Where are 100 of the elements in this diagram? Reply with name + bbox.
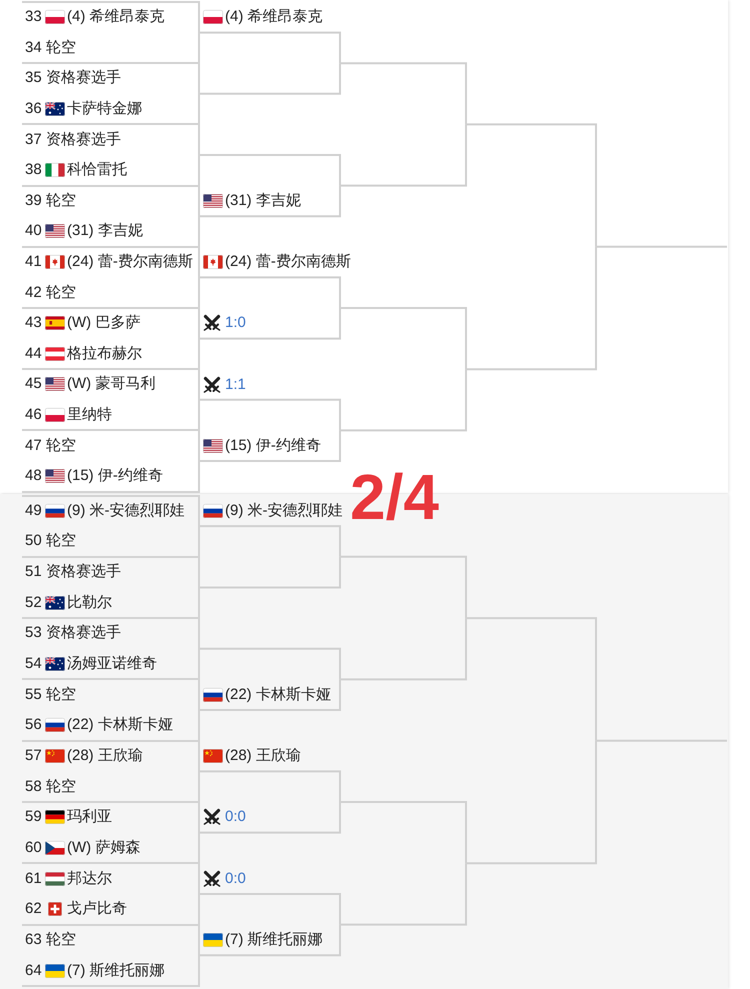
- draw-number: 51: [25, 562, 42, 582]
- draw-number: 48: [25, 466, 42, 486]
- draw-number: 57: [25, 746, 42, 766]
- draw-number: 34: [25, 38, 42, 58]
- bracket-line: [200, 802, 341, 834]
- match-box: [22, 1, 200, 64]
- match-score: 1:0: [225, 313, 246, 334]
- player-name: 轮空: [46, 436, 76, 456]
- bracket-line: [200, 892, 341, 925]
- draw-number: 39: [25, 190, 42, 211]
- match-box: [22, 368, 200, 432]
- page-indicator: 2/4: [350, 465, 439, 529]
- draw-number: 60: [25, 838, 42, 858]
- draw-number: 42: [25, 282, 42, 303]
- draw-number: 52: [25, 592, 42, 613]
- draw-number: 38: [25, 160, 42, 180]
- player-name: (W) 萨姆森: [67, 838, 140, 858]
- player-name: 玛利亚: [67, 807, 112, 828]
- player-name: 卡萨特金娜: [67, 99, 142, 120]
- player-name: 邦达尔: [67, 868, 112, 889]
- player-name: 比勒尔: [67, 592, 112, 613]
- bracket-line: [466, 246, 597, 370]
- bracket-line: [466, 123, 597, 247]
- bracket-line: [200, 154, 341, 186]
- bracket-line: [200, 770, 341, 802]
- bracket-line: [340, 307, 467, 370]
- bracket-line: [596, 246, 727, 248]
- player-name: 科恰雷托: [67, 160, 127, 180]
- player-name: (24) 蕾-费尔南德斯: [225, 252, 351, 272]
- bracket-line: [200, 679, 341, 712]
- draw-number: 59: [25, 807, 42, 828]
- player-name: 资格赛选手: [46, 623, 121, 644]
- player-name: (24) 蕾-费尔南德斯: [67, 252, 193, 272]
- player-name: (4) 希维昂泰克: [67, 7, 164, 28]
- draw-number: 44: [25, 344, 42, 364]
- bracket-line: [340, 124, 467, 187]
- draw-number: 33: [25, 7, 42, 28]
- player-name: 轮空: [46, 282, 76, 303]
- bracket-line: [340, 369, 467, 432]
- draw-number: 56: [25, 715, 42, 736]
- bracket-line: [200, 430, 341, 462]
- match-box: [22, 184, 200, 248]
- draw-number: 37: [25, 130, 42, 150]
- draw-number: 41: [25, 252, 42, 272]
- bracket-line: [340, 801, 467, 864]
- draw-number: 45: [25, 374, 42, 394]
- draw-number: 58: [25, 776, 42, 797]
- bracket-line: [200, 63, 341, 95]
- draw-number: 49: [25, 500, 42, 521]
- match-box: [22, 924, 200, 987]
- bracket-line: [466, 617, 597, 741]
- player-name: 资格赛选手: [46, 68, 121, 88]
- draw-number: 47: [25, 436, 42, 456]
- player-name: (28) 王欣瑜: [225, 746, 301, 766]
- player-name: 轮空: [46, 930, 76, 950]
- player-name: (28) 王欣瑜: [67, 746, 143, 766]
- draw-number: 36: [25, 99, 42, 120]
- player-name: 资格赛选手: [46, 562, 121, 582]
- player-name: 轮空: [46, 776, 76, 797]
- bracket-line: [200, 186, 341, 218]
- player-name: 汤姆亚诺维奇: [67, 654, 157, 674]
- player-name: (4) 希维昂泰克: [225, 7, 322, 28]
- bracket-line: [200, 924, 341, 956]
- bracket-line: [596, 740, 727, 742]
- player-name: (9) 米-安德烈耶娃: [225, 500, 342, 521]
- player-name: (22) 卡林斯卡娅: [67, 715, 173, 736]
- match-score: 0:0: [225, 807, 246, 828]
- player-name: (31) 李吉妮: [67, 221, 143, 242]
- bracket-line: [340, 863, 467, 926]
- draw-number: 54: [25, 654, 42, 674]
- player-name: (7) 斯维托丽娜: [225, 930, 322, 950]
- match-box: [22, 246, 200, 309]
- bracket-line: [200, 525, 341, 557]
- player-name: (15) 伊-约维奇: [67, 466, 163, 486]
- bracket-line: [340, 556, 467, 618]
- draw-number: 63: [25, 930, 42, 950]
- match-box: [22, 307, 200, 370]
- draw-number: 43: [25, 313, 42, 334]
- player-name: (9) 米-安德烈耶娃: [67, 500, 184, 521]
- player-name: 资格赛选手: [46, 130, 121, 150]
- bracket-line: [200, 648, 341, 680]
- player-name: (15) 伊-约维奇: [225, 436, 321, 456]
- player-name: 轮空: [46, 38, 76, 58]
- bracket-line: [200, 398, 341, 430]
- player-name: (22) 卡林斯卡娅: [225, 684, 331, 705]
- draw-number: 61: [25, 868, 42, 889]
- bracket-line: [200, 308, 341, 340]
- player-name: 里纳特: [67, 405, 112, 426]
- player-name: (W) 蒙哥马利: [67, 374, 156, 394]
- bracket-line: [200, 556, 341, 588]
- draw-number: 40: [25, 221, 42, 242]
- draw-number: 53: [25, 623, 42, 644]
- match-box: [22, 429, 200, 493]
- draw-number: 46: [25, 405, 42, 426]
- bracket-line: [466, 740, 597, 864]
- bracket-line: [200, 32, 341, 64]
- draw-number: 64: [25, 960, 42, 981]
- match-box: [22, 494, 200, 558]
- bracket-line: [340, 618, 467, 680]
- player-name: 轮空: [46, 684, 76, 705]
